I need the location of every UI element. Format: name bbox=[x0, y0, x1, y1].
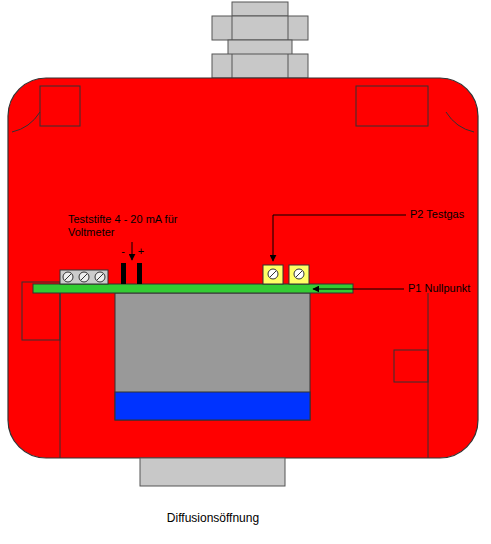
test-pin-note: Teststifte 4 - 20 mA für Voltmeter bbox=[68, 213, 184, 239]
terminal-block bbox=[60, 270, 108, 284]
pin-polarity: + bbox=[138, 245, 144, 258]
pin-polarity: - bbox=[121, 245, 125, 258]
opening-label: Diffusionsöffnung bbox=[167, 512, 259, 525]
potentiometer-label: P1 Nullpunkt bbox=[408, 282, 470, 295]
cable-gland bbox=[212, 2, 308, 78]
sensor bbox=[115, 293, 310, 420]
sensor-filter bbox=[115, 392, 310, 420]
test-pins bbox=[121, 263, 142, 284]
housing-details bbox=[12, 86, 474, 458]
leader-lines bbox=[132, 215, 406, 289]
potentiometer-label: P2 Testgas bbox=[410, 208, 464, 221]
potentiometers bbox=[263, 265, 309, 284]
housing bbox=[8, 78, 478, 458]
circuit-board bbox=[33, 284, 353, 293]
diffusion-tube bbox=[140, 458, 285, 486]
